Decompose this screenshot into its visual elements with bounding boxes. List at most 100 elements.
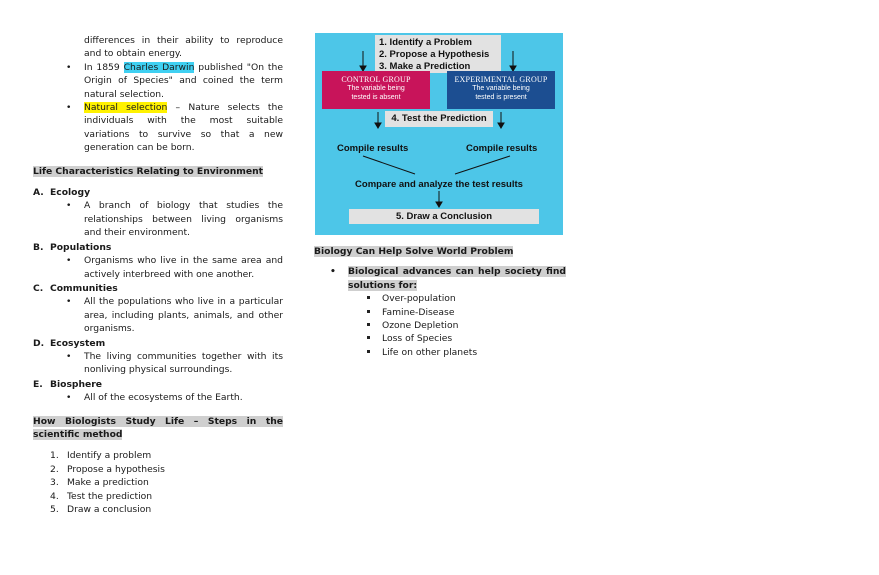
compile-results-right: Compile results bbox=[466, 143, 538, 154]
subsection-letter: D. bbox=[33, 337, 45, 349]
subsection-biosphere: E. Biosphere • All of the ecosystems of th… bbox=[33, 378, 283, 405]
bullet-text: published "On the Origin of Species" and… bbox=[84, 61, 283, 100]
bullet-dot: • bbox=[330, 266, 336, 278]
list-item: 3. Make a prediction bbox=[33, 476, 283, 490]
list-item: Loss of Species bbox=[314, 332, 566, 345]
bullet-dot: • bbox=[66, 102, 72, 114]
list-item-text: Life on other planets bbox=[382, 346, 478, 358]
subsection-title: Biosphere bbox=[50, 378, 103, 390]
diagram-arrows bbox=[359, 51, 517, 208]
test-prediction-box: 4. Test the Prediction bbox=[385, 111, 493, 127]
step-number: 3. bbox=[50, 477, 59, 489]
arrowhead bbox=[497, 122, 505, 129]
subsection-bullet: • The living communities together with it… bbox=[33, 350, 283, 377]
left-column: differences in their ability to reproduc… bbox=[33, 34, 283, 517]
subsection-letter: E. bbox=[33, 378, 43, 390]
hypothesis-steps-box: 1. Identify a Problem 2. Propose a Hypot… bbox=[375, 35, 501, 73]
arrowhead bbox=[435, 201, 443, 208]
section-title-world-problem: Biology Can Help Solve World Problem bbox=[314, 246, 514, 257]
bullet-dot: • bbox=[66, 61, 72, 73]
bullet-dot: • bbox=[66, 296, 72, 308]
list-item: 1.Identify a problem bbox=[33, 449, 283, 463]
bullet-darwin: • In 1859 Charles Darwin published "On t… bbox=[33, 61, 283, 101]
bullet-biological-advances: • Biological advances can help society f… bbox=[314, 265, 566, 292]
arrowhead bbox=[509, 65, 517, 72]
list-item: 5. Draw a conclusion bbox=[33, 503, 283, 517]
list-item: 4. Test the prediction bbox=[33, 490, 283, 504]
subsection-title: Ecosystem bbox=[50, 337, 106, 349]
subsection-letter: A. bbox=[33, 187, 44, 199]
bullet-text: – Nature selects the individuals with th… bbox=[84, 102, 284, 154]
control-group-text: The variable being bbox=[347, 85, 405, 92]
list-item-text: Ozone Depletion bbox=[382, 320, 459, 332]
section-environment: Life Characteristics Relating to Environ… bbox=[33, 165, 283, 178]
bullet-text: A branch of biology that studies the rel… bbox=[84, 200, 283, 239]
section-world-problem: Biology Can Help Solve World Problem bbox=[314, 245, 566, 258]
bullet-text: All of the ecosystems of the Earth. bbox=[84, 392, 243, 404]
bullet-text: The living communities together with its… bbox=[84, 350, 283, 376]
subsection-title: Populations bbox=[50, 241, 112, 253]
step-number: 2. bbox=[50, 463, 59, 475]
control-group-title: CONTROL GROUP bbox=[341, 75, 411, 84]
subsection-bullet: • All of the ecosystems of the Earth. bbox=[33, 391, 283, 404]
subsection-heading: A.Ecology bbox=[33, 186, 283, 199]
bullet-dot: • bbox=[66, 392, 72, 404]
experimental-group-text: The variable being bbox=[472, 85, 530, 92]
bullet-dot: • bbox=[66, 255, 72, 267]
square-bullet bbox=[367, 336, 370, 340]
list-item-text: Famine-Disease bbox=[382, 306, 455, 318]
section-title-environment: Life Characteristics Relating to Environ… bbox=[33, 165, 264, 177]
step-number: 4. bbox=[50, 490, 59, 502]
square-bullet bbox=[367, 323, 370, 327]
highlight-charles-darwin: Charles Darwin bbox=[123, 61, 195, 73]
control-group-box: CONTROL GROUP The variable being tested … bbox=[322, 71, 430, 109]
bullet-natural-selection: • Natural selection – Nature selects the… bbox=[33, 101, 283, 155]
bullet-dot: • bbox=[66, 200, 72, 212]
subsection-heading: D. Ecosystem bbox=[33, 337, 283, 350]
list-item-text: Loss of Species bbox=[382, 333, 453, 345]
bullet-text: In 1859 bbox=[84, 61, 124, 73]
subsection-heading: B.Populations bbox=[33, 241, 283, 254]
step-text: Propose a hypothesis bbox=[67, 463, 165, 475]
list-item: Life on other planets bbox=[314, 346, 566, 359]
list-item: Famine-Disease bbox=[314, 306, 566, 319]
right-column: 1. Identify a Problem 2. Propose a Hypot… bbox=[314, 33, 566, 359]
step-text: Test the prediction bbox=[67, 490, 153, 502]
step-text: Draw a conclusion bbox=[67, 504, 152, 516]
compare-results-label: Compare and analyze the test results bbox=[355, 179, 523, 190]
subsection-ecology: A.Ecology • A branch of biology that stud… bbox=[33, 186, 283, 240]
subsection-heading: C. Communities bbox=[33, 282, 283, 295]
square-bullet bbox=[367, 349, 370, 353]
connector-left bbox=[362, 155, 416, 175]
subsection-title: Communities bbox=[50, 282, 118, 294]
arrowhead bbox=[374, 122, 382, 129]
step-text: Make a prediction bbox=[67, 477, 149, 489]
subsection-bullet: • All the populations who live in a parti… bbox=[33, 295, 283, 335]
compile-results-left: Compile results bbox=[337, 143, 409, 154]
subsection-letter: C. bbox=[33, 282, 44, 294]
list-item: 2. Propose a hypothesis bbox=[33, 463, 283, 477]
square-bullet bbox=[367, 309, 370, 313]
scientific-method-diagram: 1. Identify a Problem 2. Propose a Hypot… bbox=[315, 33, 563, 235]
bullet-text: Biological advances can help society fin… bbox=[348, 266, 566, 291]
list-item-text: Over-population bbox=[382, 293, 456, 305]
experimental-group-box: EXPERIMENTAL GROUP The variable being te… bbox=[447, 71, 555, 109]
subsection-heading: E. Biosphere bbox=[33, 378, 283, 391]
square-bullet bbox=[367, 296, 370, 300]
diagram-step: 1. Identify a Problem bbox=[379, 37, 472, 48]
section-title-scientific-method: How Biologists Study Life – Steps in the… bbox=[33, 415, 283, 440]
solutions-list: Over-population Famine-Disease Ozone Dep… bbox=[314, 292, 566, 359]
section-scientific-method: How Biologists Study Life – Steps in the… bbox=[33, 415, 283, 442]
control-group-text: tested is absent bbox=[351, 94, 401, 101]
bullet-text: All the populations who live in a partic… bbox=[84, 296, 283, 335]
subsection-list: A.Ecology • A branch of biology that stud… bbox=[33, 186, 283, 405]
step-number: 5. bbox=[50, 504, 59, 516]
highlight-natural-selection: Natural selection bbox=[84, 102, 168, 114]
diagram-step: 2. Propose a Hypothesis bbox=[379, 49, 490, 60]
draw-conclusion-box: 5. Draw a Conclusion bbox=[349, 209, 539, 224]
list-item: Ozone Depletion bbox=[314, 319, 566, 332]
connector-right bbox=[454, 155, 511, 175]
arrowhead bbox=[359, 65, 367, 72]
bullet-dot: • bbox=[66, 350, 72, 362]
subsection-ecosystem: D. Ecosystem • The living communities toge… bbox=[33, 337, 283, 377]
